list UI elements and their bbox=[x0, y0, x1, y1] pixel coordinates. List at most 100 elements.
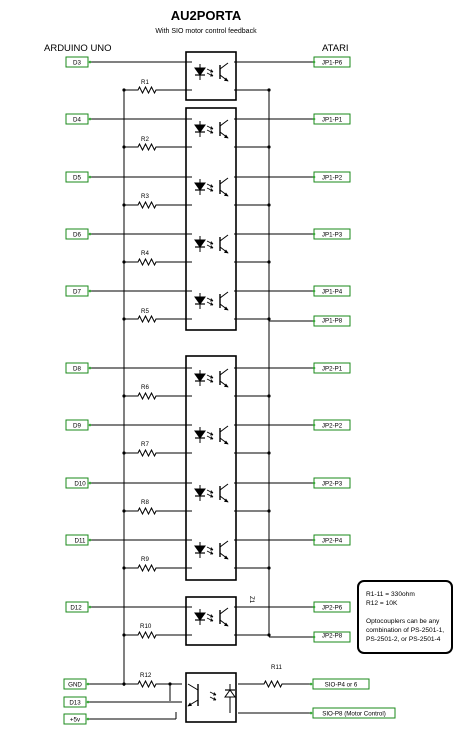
junction-dot bbox=[267, 451, 271, 455]
pin-dot bbox=[88, 175, 92, 179]
emitter-arrow-icon bbox=[224, 383, 229, 388]
pin-dot bbox=[88, 605, 92, 609]
left-pin-box bbox=[65, 285, 89, 297]
junction-dot bbox=[122, 451, 126, 455]
light-arrow-icon bbox=[206, 546, 214, 551]
left-pin-box bbox=[65, 534, 89, 546]
led-icon bbox=[194, 545, 206, 554]
resistor-r11 bbox=[262, 679, 284, 689]
light-arrow-icon bbox=[206, 613, 214, 618]
pin-d11: D11 bbox=[75, 538, 86, 545]
light-arrow-icon bbox=[206, 244, 214, 249]
junction-dot bbox=[168, 682, 172, 686]
resistor-r3 bbox=[136, 200, 158, 210]
emitter-arrow-icon bbox=[224, 249, 229, 254]
left-pin-box bbox=[65, 477, 89, 489]
pin-dot bbox=[88, 289, 92, 293]
left-pin-box bbox=[65, 228, 89, 240]
optocoupler-chip-4b bbox=[185, 355, 237, 581]
led-icon bbox=[194, 67, 206, 76]
junction-dot bbox=[122, 394, 126, 398]
pin-jp1-p8: JP1-P8 bbox=[322, 318, 343, 325]
pin-gnd: GND bbox=[68, 682, 82, 689]
emitter-arrow-icon bbox=[224, 306, 229, 311]
note-line-2: R12 = 10K bbox=[366, 600, 398, 607]
pin-dot bbox=[88, 423, 92, 427]
note-line-5: combination of PS-2501-1, bbox=[366, 627, 444, 634]
transistor-collector bbox=[219, 607, 229, 615]
pin-jp2-p6: JP2-P6 bbox=[322, 605, 343, 612]
transistor-collector bbox=[219, 177, 229, 185]
transistor-collector bbox=[219, 540, 229, 548]
light-arrow-icon bbox=[206, 301, 214, 306]
light-arrow-icon bbox=[206, 489, 214, 494]
pin-d6: D6 bbox=[73, 232, 81, 239]
light-arrow-icon bbox=[206, 129, 214, 134]
pin-dot bbox=[88, 538, 92, 542]
emitter-arrow-icon bbox=[224, 134, 229, 139]
led-icon bbox=[194, 488, 206, 497]
emitter-arrow-icon bbox=[224, 77, 229, 82]
junction-dot bbox=[267, 145, 271, 149]
junction-dot bbox=[122, 203, 126, 207]
light-arrow-icon bbox=[206, 617, 214, 622]
junction-dot bbox=[122, 317, 126, 321]
left-pin-box bbox=[63, 678, 87, 690]
light-arrow-icon bbox=[206, 72, 214, 77]
pin-d9: D9 bbox=[73, 423, 81, 430]
transistor-collector bbox=[187, 683, 199, 691]
light-arrow-icon bbox=[209, 691, 217, 696]
transistor-collector bbox=[219, 425, 229, 433]
left-pin-box bbox=[65, 171, 89, 183]
pin-d7: D7 bbox=[73, 289, 81, 296]
pin-dot bbox=[312, 117, 316, 121]
pin-dot bbox=[88, 366, 92, 370]
optocoupler-chip-4a bbox=[185, 107, 237, 331]
pin-dot bbox=[312, 366, 316, 370]
label-r9: R9 bbox=[141, 556, 149, 563]
transistor-collector bbox=[219, 483, 229, 491]
label-r5: R5 bbox=[141, 308, 149, 315]
emitter-arrow-icon bbox=[224, 622, 229, 627]
pin-d12: D12 bbox=[70, 605, 82, 612]
pin-d13: D13 bbox=[69, 700, 81, 707]
led-icon bbox=[194, 373, 206, 382]
pin-jp1-p1: JP1-P1 bbox=[322, 117, 343, 124]
transistor-collector bbox=[219, 368, 229, 376]
light-arrow-icon bbox=[206, 183, 214, 188]
label-r3: R3 bbox=[141, 193, 149, 200]
pin-sio-motor-a: SIO-P4 or 6 bbox=[325, 682, 358, 689]
opto-cell bbox=[194, 540, 229, 560]
pin-dot bbox=[86, 700, 90, 704]
junction-dot bbox=[122, 566, 126, 570]
light-arrow-icon bbox=[206, 493, 214, 498]
emitter-arrow-icon bbox=[224, 555, 229, 560]
component-note: R1-11 = 330ohm R12 = 10K Optocouplers ca… bbox=[357, 580, 453, 654]
light-arrow-icon bbox=[206, 68, 214, 73]
label-r2: R2 bbox=[141, 136, 149, 143]
pin-dot bbox=[312, 538, 316, 542]
light-arrow-icon bbox=[206, 435, 214, 440]
junction-dot bbox=[267, 317, 271, 321]
led-icon bbox=[194, 296, 206, 305]
light-arrow-icon bbox=[206, 297, 214, 302]
transistor-collector bbox=[219, 119, 229, 127]
pin-dot bbox=[309, 711, 313, 715]
pin-dot bbox=[312, 175, 316, 179]
label-r10: R10 bbox=[140, 623, 152, 630]
junction-dot bbox=[122, 145, 126, 149]
pin-jp2-p3: JP2-P3 bbox=[322, 481, 343, 488]
light-arrow-icon bbox=[206, 378, 214, 383]
optocoupler-chip-motor bbox=[185, 672, 237, 723]
note-box bbox=[357, 580, 453, 654]
pin-dot bbox=[312, 605, 316, 609]
opto-cell bbox=[194, 291, 229, 311]
led-icon bbox=[194, 612, 206, 621]
note-line-1: R1-11 = 330ohm bbox=[366, 591, 415, 598]
diode-icon bbox=[224, 689, 236, 698]
pin-dot bbox=[312, 319, 316, 323]
pin-dot bbox=[312, 423, 316, 427]
pin-dot bbox=[86, 717, 90, 721]
arduino-label: ARDUINO UNO bbox=[44, 43, 112, 54]
